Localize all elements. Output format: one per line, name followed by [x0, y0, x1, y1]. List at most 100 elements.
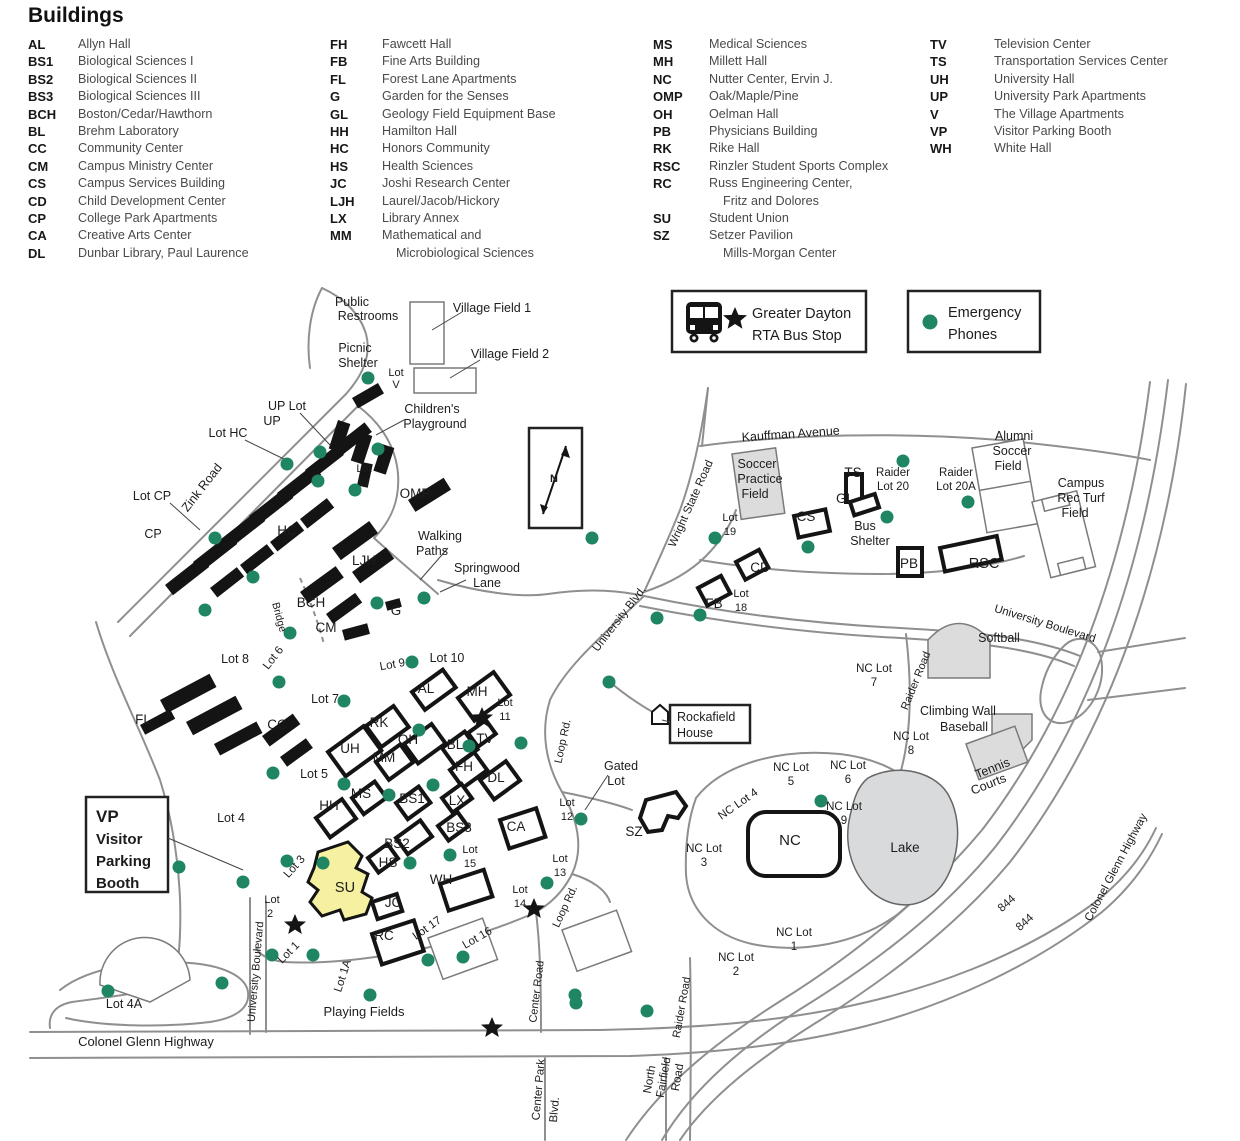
- building-wh: [437, 867, 495, 914]
- legend-abbr: RK: [653, 141, 672, 157]
- building-lx: [439, 781, 475, 816]
- legend-abbr: DL: [28, 245, 46, 261]
- legend-building-name: Honors Community: [382, 141, 490, 156]
- legend-abbr: UH: [930, 71, 949, 87]
- emergency-phone-dot: [337, 777, 351, 791]
- bus-stop-star: [523, 898, 545, 918]
- map-label: Colonel Glenn Highway: [78, 1034, 214, 1049]
- legend-abbr: PB: [653, 124, 672, 140]
- map-label: NC Lot: [776, 927, 813, 939]
- building-rk: [363, 703, 412, 750]
- emergency-phone-dot: [514, 736, 528, 750]
- map-label: RK: [370, 715, 389, 730]
- legend-building-name: Brehm Laboratory: [78, 124, 179, 139]
- building-fb: [695, 573, 734, 609]
- map-label: 12: [561, 811, 573, 823]
- vp-line-3: Booth: [96, 875, 139, 892]
- building-mm: [373, 741, 416, 783]
- rockafield-line2: House: [677, 726, 713, 740]
- legend-abbr: V: [930, 106, 939, 122]
- map-label: 13: [554, 867, 566, 879]
- map-label: V: [392, 379, 400, 391]
- building-al: [409, 666, 459, 713]
- bus-icon: [686, 302, 722, 343]
- map-label: Lot CP: [133, 489, 171, 503]
- vp-line-1: Visitor: [96, 831, 143, 848]
- map-label: Soccer: [993, 444, 1032, 458]
- map-label: Field: [1061, 506, 1088, 520]
- building-sz: [637, 789, 689, 835]
- emergency-phone-dot: [348, 483, 362, 497]
- map-label: Lake: [890, 840, 919, 855]
- map-label: NC Lot: [856, 663, 893, 675]
- map-label: Lot 20A: [936, 481, 976, 493]
- building-pb: [896, 546, 924, 578]
- map-label: Lot 4: [217, 811, 245, 825]
- map-label: CC: [267, 717, 287, 732]
- map-label: CS: [797, 509, 816, 524]
- legend-building-name: Biological Sciences I: [78, 54, 194, 69]
- map-label: Playing Fields: [324, 1004, 405, 1019]
- building-ca: [497, 805, 548, 852]
- emergency-phone-dot: [236, 875, 250, 889]
- map-label: RSC: [969, 556, 1000, 572]
- map-label: LX: [449, 793, 466, 808]
- map-label: OMP: [400, 486, 431, 501]
- rockafield-house-icon: [651, 703, 669, 725]
- map-label: Colonel Glenn Highway: [1083, 812, 1150, 924]
- legend-building-name: Hamilton Hall: [382, 124, 457, 139]
- map-label: Center Road: [527, 960, 547, 1023]
- building-fh: [447, 749, 490, 791]
- legend-abbr: BL: [28, 124, 46, 140]
- legend-abbr: BS3: [28, 89, 54, 105]
- building-rc: [369, 917, 427, 967]
- map-label: Field: [741, 487, 768, 501]
- map-label: FB: [705, 596, 722, 611]
- legend-building-name: Biological Sciences III: [78, 89, 201, 104]
- map-label: Restrooms: [338, 309, 398, 323]
- building-bs3: [435, 809, 471, 844]
- bus-stop-legend-line1: Greater Dayton: [752, 306, 851, 322]
- legend-building-name: Rike Hall: [709, 141, 760, 156]
- legend-abbr: SZ: [653, 228, 670, 244]
- legend-building-name: Library Annex: [382, 211, 460, 226]
- legend-building-name: College Park Apartments: [78, 211, 218, 226]
- legend-abbr: VP: [930, 124, 948, 140]
- map-label: Road: [670, 1063, 687, 1092]
- soccer-practice-field: [731, 447, 786, 521]
- map-label: Gated: [604, 759, 638, 773]
- map-label: Lot 20: [877, 481, 909, 493]
- legend-building-name: Community Center: [78, 141, 183, 156]
- map-label: Lot: [388, 367, 403, 379]
- map-label: Paths: [416, 544, 448, 558]
- map-label: CP: [144, 527, 161, 541]
- legend-abbr: OH: [653, 106, 673, 122]
- building-hs: [365, 841, 401, 876]
- map-label: Climbing Wall: [920, 704, 996, 718]
- legend-building-name: Mathematical and Microbiological Science…: [382, 228, 534, 260]
- map-label: Raider Road: [899, 650, 933, 712]
- emergency-phone-dot: [266, 766, 280, 780]
- fields-layer: [99, 301, 1097, 1003]
- bus-stop-legend-line2: RTA Bus Stop: [752, 328, 842, 344]
- legend-building-name: Campus Ministry Center: [78, 158, 214, 173]
- map-label: NC Lot: [773, 762, 810, 774]
- legend-abbr: BCH: [28, 106, 57, 122]
- ball-diamond: [99, 936, 191, 1003]
- legend-abbr: HS: [330, 158, 349, 174]
- legend-building-name: Millett Hall: [709, 54, 768, 69]
- map-label: UH: [340, 741, 360, 756]
- building-ms: [349, 778, 390, 817]
- building-nc: [746, 810, 842, 878]
- map-label: FH: [455, 759, 473, 774]
- map-label: Lot 7: [311, 692, 339, 706]
- legend-building-name: Geology Field Equipment Base: [382, 106, 556, 121]
- legend-building-name: Joshi Research Center: [382, 176, 511, 191]
- legend-building-name: Nutter Center, Ervin J.: [709, 71, 833, 86]
- map-label: Zink Road: [179, 461, 225, 515]
- legend-abbr: AL: [28, 37, 46, 52]
- map-label: UP Lot: [268, 399, 307, 413]
- map-label: Lot: [462, 844, 477, 856]
